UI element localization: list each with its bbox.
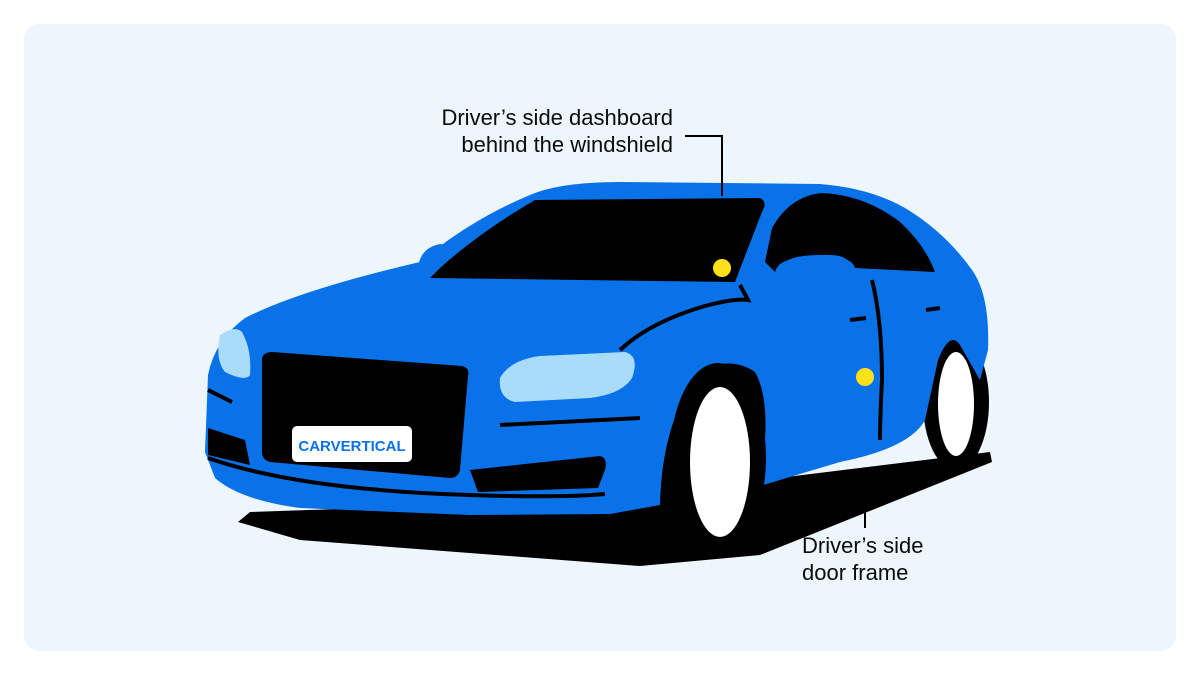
fog-intake-left xyxy=(470,456,606,492)
bumper-line-upper xyxy=(207,388,233,404)
window-divider xyxy=(785,254,851,276)
dashboard-callout-line-1: Driver’s side dashboard xyxy=(441,105,673,130)
dashboard-callout: Driver’s side dashboard behind the winds… xyxy=(441,104,673,158)
plate-brand-text: CARVERTICAL xyxy=(298,438,405,455)
right-headlight xyxy=(218,329,251,378)
door-line xyxy=(870,279,885,441)
front-rim xyxy=(690,387,750,537)
license-plate xyxy=(292,426,412,462)
side-window xyxy=(765,193,935,272)
bumper-line-mid xyxy=(499,416,641,427)
dashboard-callout-line-2: behind the windshield xyxy=(461,132,673,157)
fog-intake-right xyxy=(208,428,250,465)
door-frame-vin-marker xyxy=(856,368,874,386)
dashboard-leader-line xyxy=(685,135,723,196)
side-mirror xyxy=(418,244,455,268)
door-callout: Driver’s side door frame xyxy=(802,532,923,586)
dashboard-vin-marker xyxy=(713,259,731,277)
bumper-line-lower xyxy=(207,456,606,499)
door-callout-line-1: Driver’s side xyxy=(802,533,924,558)
hood-line xyxy=(618,284,752,352)
door-handle-rear xyxy=(925,306,941,312)
door-handle-front xyxy=(849,316,867,322)
door-callout-line-2: door frame xyxy=(802,560,909,585)
left-headlight xyxy=(499,352,635,402)
windshield xyxy=(430,198,765,282)
rear-rim xyxy=(938,352,974,456)
